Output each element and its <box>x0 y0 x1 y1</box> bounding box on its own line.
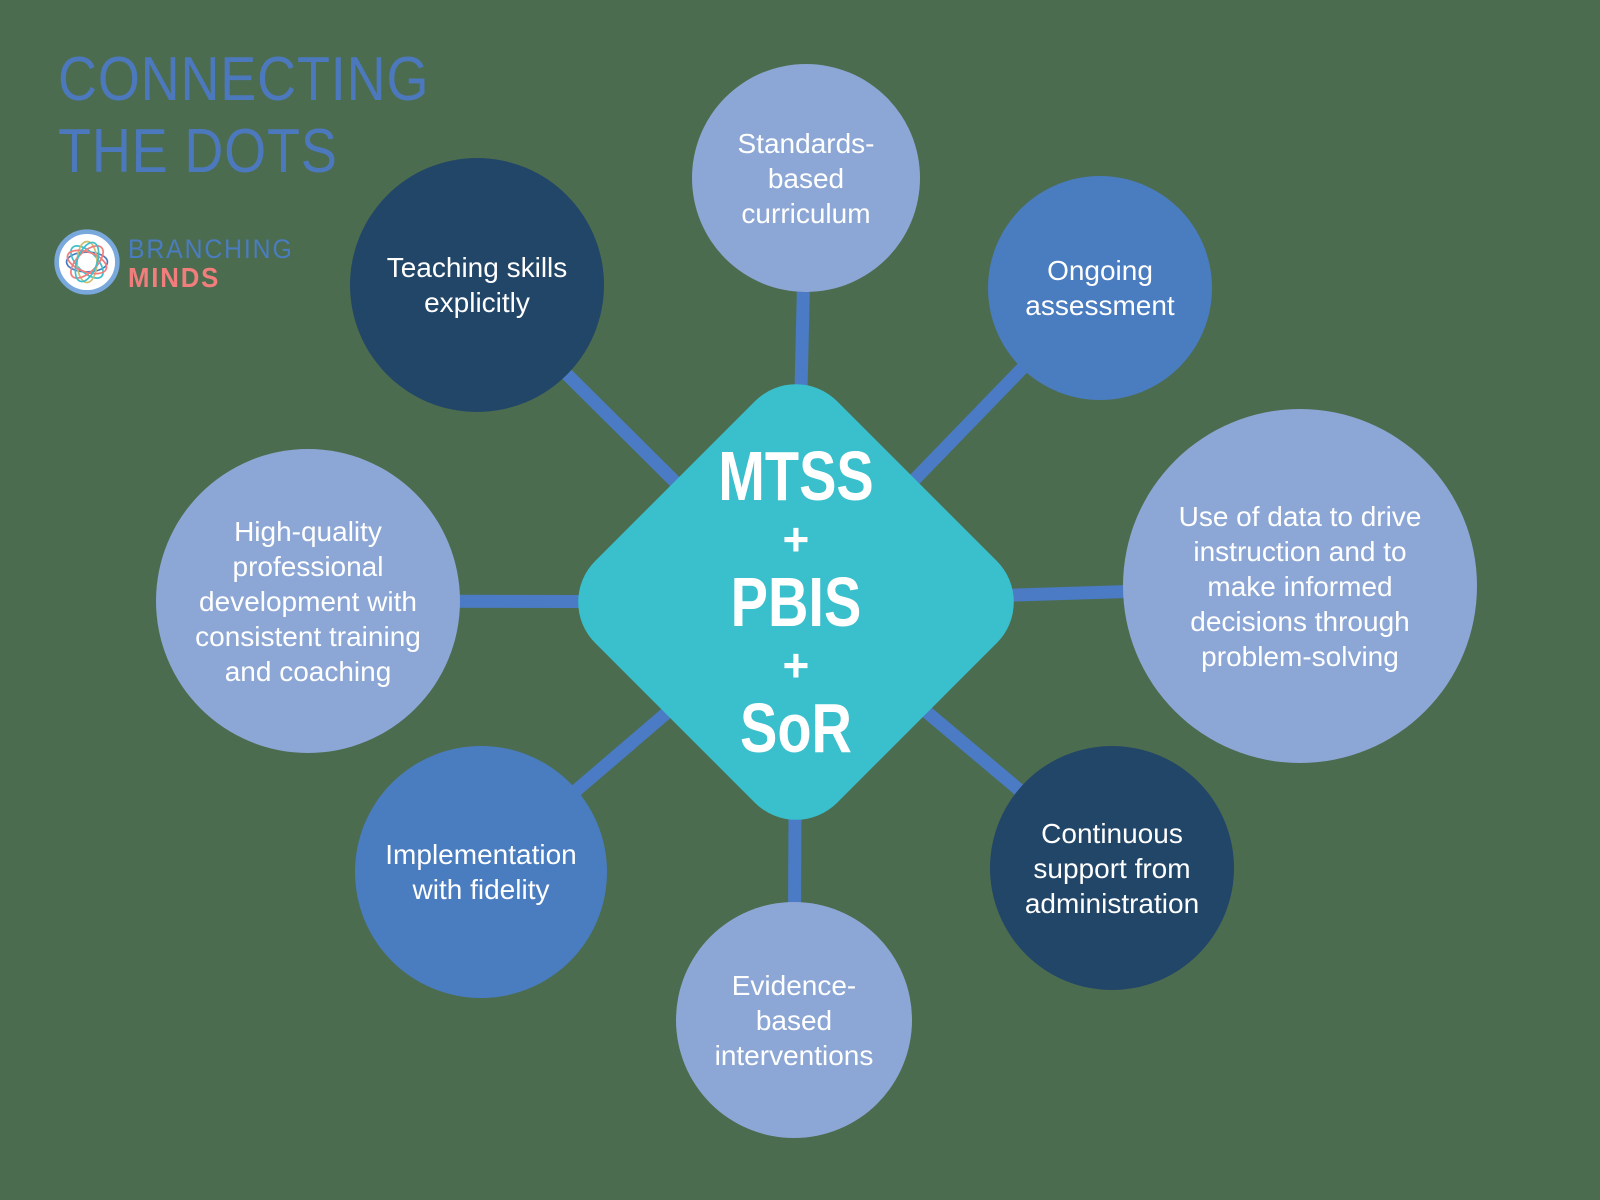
node-implementation-with-fidelity: Implementation with fidelity <box>355 746 607 998</box>
node-high-quality-professional-development: High-quality professional development wi… <box>156 449 460 753</box>
node-use-of-data: Use of data to drive instruction and to … <box>1123 409 1477 763</box>
branching-minds-logo: BRANCHING MINDS <box>54 229 308 295</box>
center-diamond-label: MTSS + PBIS + SoR <box>699 437 893 767</box>
sor-label: SoR <box>739 689 852 767</box>
node-label: High-quality professional development wi… <box>195 515 421 687</box>
pbis-label: PBIS <box>730 563 862 641</box>
node-label: Standards- based curriculum <box>737 127 875 229</box>
page-title: CONNECTING THE DOTS <box>58 45 430 186</box>
brand-name-minds: MINDS <box>128 262 221 293</box>
node-continuous-support-from-administration: Continuous support from administration <box>990 746 1234 990</box>
plus-sign: + <box>782 513 810 565</box>
node-evidence-based-interventions: Evidence- based interventions <box>676 902 912 1138</box>
mtss-label: MTSS <box>718 437 874 515</box>
node-teaching-skills-explicitly: Teaching skills explicitly <box>350 158 604 412</box>
branching-minds-flower-icon <box>54 229 120 295</box>
node-standards-based-curriculum: Standards- based curriculum <box>692 64 920 292</box>
node-label: Evidence- based interventions <box>714 969 874 1071</box>
node-label: Teaching skills explicitly <box>386 252 568 318</box>
node-ongoing-assessment: Ongoing assessment <box>988 176 1212 400</box>
node-label: Use of data to drive instruction and to … <box>1178 500 1422 672</box>
brand-name-branching: BRANCHING <box>128 234 294 264</box>
node-label: Implementation with fidelity <box>385 839 577 905</box>
brand-wordmark: BRANCHING MINDS <box>128 235 294 292</box>
node-label: Ongoing assessment <box>1025 255 1175 321</box>
plus-sign: + <box>782 639 810 691</box>
node-label: Continuous support from administration <box>1024 817 1200 919</box>
